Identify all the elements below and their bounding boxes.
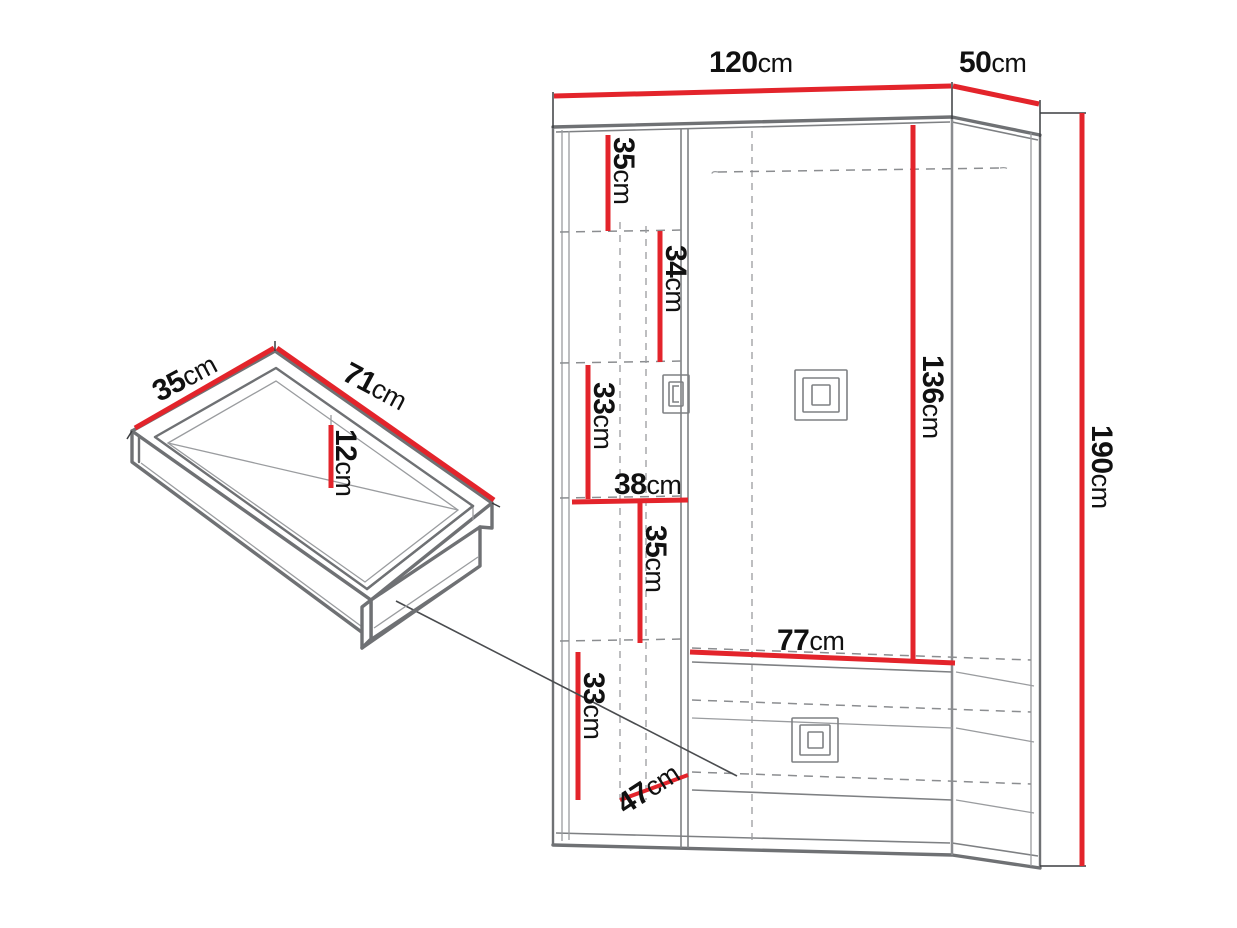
dim-35cm-drawer-line (133, 345, 276, 431)
label-77cm-value: 77 (777, 624, 810, 657)
label-12cm-drawer-unit: cm (330, 461, 360, 497)
dim-120cm (552, 82, 953, 128)
dim-190cm (1040, 112, 1086, 867)
label-38cm: 38cm (614, 468, 682, 501)
label-34cm-value: 34 (659, 245, 692, 278)
label-33cm-bottom-unit: cm (578, 704, 608, 740)
label-136cm: 136cm (916, 355, 949, 439)
label-35cm-lower-unit: cm (640, 557, 670, 593)
internal-divider (680, 129, 753, 848)
label-190cm: 190cm (1085, 425, 1118, 509)
label-77cm: 77cm (777, 624, 845, 657)
label-12cm-drawer-value: 12 (329, 429, 362, 462)
label-33cm-upper-unit: cm (588, 414, 618, 450)
left-shelves (559, 229, 685, 642)
wardrobe-body (551, 115, 1042, 870)
label-50cm-unit: cm (991, 48, 1027, 78)
label-120cm-value: 120 (709, 46, 758, 79)
label-33cm-upper: 33cm (587, 382, 620, 450)
dim-38cm (571, 497, 689, 505)
label-77cm-unit: cm (809, 626, 845, 656)
label-12cm-drawer: 12cm (329, 429, 362, 497)
label-35cm-lower-value: 35 (639, 525, 672, 558)
dim-77cm (689, 649, 956, 666)
label-35cm-top-unit: cm (608, 169, 638, 205)
label-35cm-top-value: 35 (607, 137, 640, 170)
label-38cm-unit: cm (646, 470, 682, 500)
dim-50cm (952, 83, 1041, 137)
label-33cm-bottom: 33cm (577, 672, 610, 740)
label-34cm: 34cm (659, 245, 692, 313)
label-33cm-bottom-value: 33 (577, 672, 610, 705)
label-136cm-unit: cm (917, 403, 947, 439)
handle-drawer (791, 717, 839, 763)
leader-line (395, 600, 738, 777)
label-35cm-lower: 35cm (639, 525, 672, 593)
label-50cm: 50cm (959, 46, 1027, 79)
label-34cm-unit: cm (660, 277, 690, 313)
left-shelves-depth (619, 222, 647, 800)
dim-47cm (619, 773, 689, 802)
label-190cm-value: 190 (1085, 425, 1118, 474)
hanging-rail (710, 166, 1009, 179)
label-50cm-value: 50 (959, 46, 992, 79)
handle-left-door (662, 374, 690, 414)
label-33cm-upper-value: 33 (587, 382, 620, 415)
label-38cm-value: 38 (614, 468, 647, 501)
label-35cm-top: 35cm (607, 137, 640, 205)
handle-center-door (794, 369, 848, 421)
label-136cm-value: 136 (916, 355, 949, 404)
label-120cm: 120cm (709, 48, 793, 78)
dim-71cm-drawer-line (275, 345, 496, 503)
drawer-illustration (126, 341, 501, 650)
label-120cm-unit: cm (757, 48, 794, 78)
label-190cm-unit: cm (1086, 473, 1116, 509)
right-section-shelves (691, 647, 1035, 814)
